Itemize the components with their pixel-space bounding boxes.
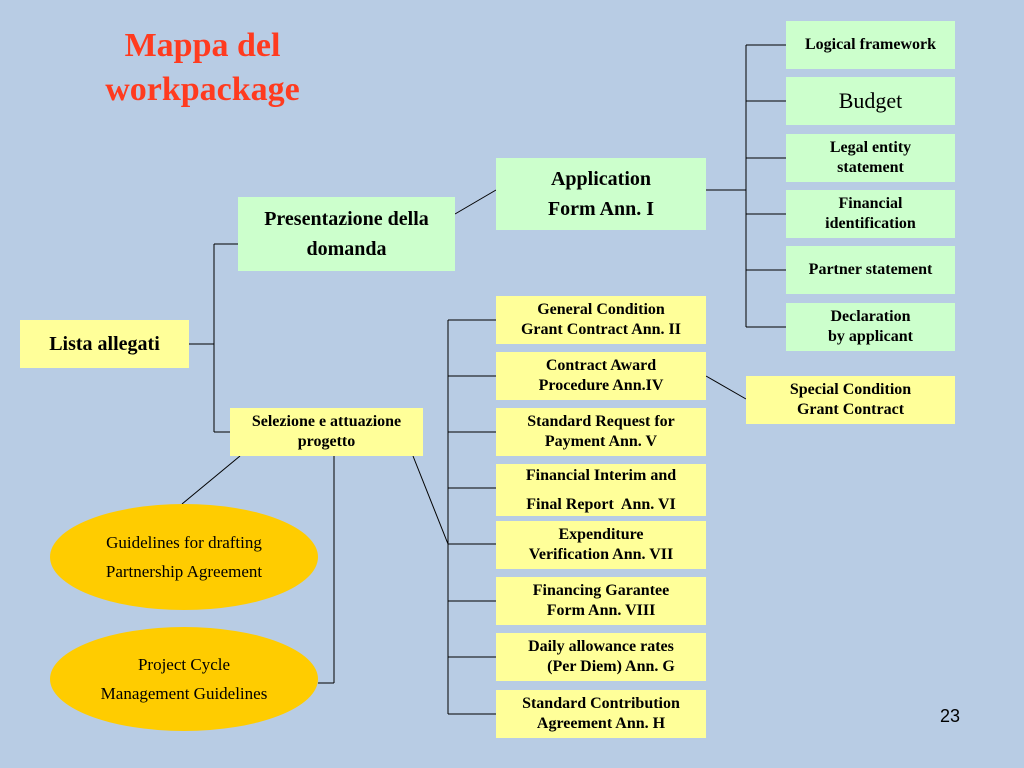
selezione-label-line-2: progetto [297,433,356,450]
contract-award-label-line-1: Contract Award [545,357,657,374]
page-number: 23 [939,706,961,726]
daily-allowance-box: Daily allowance rates (Per Diem) Ann. G [496,633,706,681]
budget-label: Budget [838,88,903,114]
project-cycle-oval: Project Cycle Management Guidelines [50,627,318,731]
special-condition-box: Special Condition Grant Contract [746,376,955,424]
guidelines-partnership-line-1: Guidelines for drafting [106,533,262,552]
standard-contribution-box: Standard Contribution Agreement Ann. H [496,690,706,738]
logical-framework-box: Logical framework [786,21,955,69]
special-condition-label-line-1: Special Condition [789,381,912,398]
root-label: Lista allegati [49,332,160,355]
general-condition-label-line-2: Grant Contract Ann. II [520,321,681,338]
expenditure-label-line-1: Expenditure [558,526,644,543]
application-form-box: Application Form Ann. I [496,158,706,230]
financial-interim-label-line-2: Final Report Ann. VI [526,496,676,513]
application-form-label-line-1: Application [550,168,652,190]
guidelines-partnership-line-2: Partnership Agreement [105,562,263,581]
general-condition-box: General Condition Grant Contract Ann. II [496,296,706,344]
application-form-label-line-2: Form Ann. I [547,198,655,220]
selezione-box: Selezione e attuazione progetto [230,408,423,456]
presentazione-label-line-1: Presentazione della [264,208,429,230]
guidelines-partnership-oval: Guidelines for drafting Partnership Agre… [50,504,318,610]
presentazione-label-line-2: domanda [306,238,387,260]
declaration-label-line-1: Declaration [830,308,911,325]
standard-request-label-line-1: Standard Request for [527,413,675,430]
general-condition-label-line-1: General Condition [537,301,665,318]
contract-award-label-line-2: Procedure Ann.IV [538,377,664,394]
special-condition-label-line-2: Grant Contract [796,401,905,418]
page-title: Mappa del workpackage [60,24,345,112]
partner-statement-box: Partner statement [786,246,955,294]
legal-entity-label-line-2: statement [837,159,904,176]
standard-request-label-line-2: Payment Ann. V [544,433,658,450]
financial-identification-label-line-2: identification [825,215,916,232]
project-cycle-line-2: Management Guidelines [100,684,268,703]
financing-garantee-label-line-1: Financing Garantee [532,582,670,599]
root-box-lista-allegati: Lista allegati [20,320,189,368]
page-title-line-2: workpackage [105,71,300,108]
partner-statement-label: Partner statement [808,261,933,278]
declaration-by-applicant-box: Declaration by applicant [786,303,955,351]
standard-request-box: Standard Request for Payment Ann. V [496,408,706,456]
page-title-line-1: Mappa del [124,27,281,64]
daily-allowance-label-line-2: (Per Diem) Ann. G [527,658,675,675]
legal-entity-statement-box: Legal entity statement [786,134,955,182]
declaration-label-line-2: by applicant [828,328,913,345]
financial-identification-box: Financial identification [786,190,955,238]
daily-allowance-label-line-1: Daily allowance rates [528,638,674,655]
standard-contribution-label-line-1: Standard Contribution [522,695,680,712]
financial-interim-box: Financial Interim and Final Report Ann. … [496,464,706,516]
financing-garantee-label-line-2: Form Ann. VIII [546,602,656,619]
financing-garantee-box: Financing Garantee Form Ann. VIII [496,577,706,625]
contract-award-box: Contract Award Procedure Ann.IV [496,352,706,400]
project-cycle-line-1: Project Cycle [137,655,231,674]
expenditure-verification-box: Expenditure Verification Ann. VII [496,521,706,569]
expenditure-label-line-2: Verification Ann. VII [528,546,674,563]
financial-identification-label-line-1: Financial [838,195,903,212]
legal-entity-label-line-1: Legal entity [829,139,912,156]
budget-box: Budget [786,77,955,125]
presentazione-box: Presentazione della domanda [238,197,455,271]
logical-framework-label: Logical framework [804,36,937,53]
standard-contribution-label-line-2: Agreement Ann. H [536,715,666,732]
financial-interim-label-line-1: Financial Interim and [525,467,677,484]
selezione-label-line-1: Selezione e attuazione [251,413,402,430]
